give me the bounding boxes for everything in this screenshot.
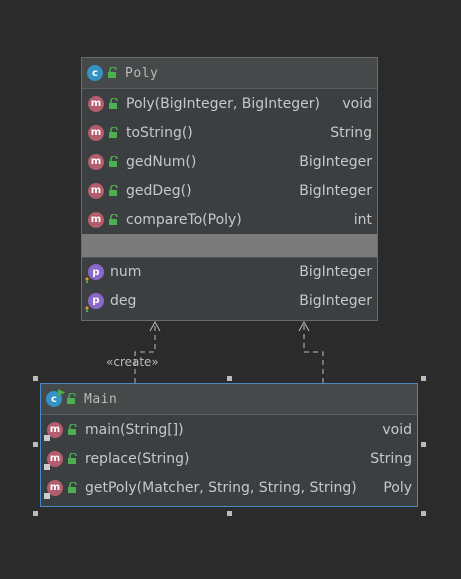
method-icon: m	[88, 153, 104, 170]
unlocked-icon	[109, 126, 118, 138]
poly-property-row[interactable]: p num BigInteger	[82, 257, 377, 286]
method-icon: m	[88, 182, 104, 199]
poly-class-header[interactable]: c Poly	[82, 58, 377, 89]
static-marker-icon	[44, 434, 50, 441]
method-type: String	[330, 124, 372, 141]
resize-handle-right[interactable]	[421, 442, 426, 447]
poly-class-title: Poly	[125, 65, 159, 81]
method-name: compareTo(Poly)	[126, 211, 242, 228]
resize-handle-bottom[interactable]	[227, 511, 232, 516]
usage-dependency-arrow	[298, 320, 324, 383]
property-icon: p	[85, 292, 104, 312]
poly-method-row[interactable]: m toString() String	[82, 118, 377, 147]
create-relation-label: «create»	[106, 355, 159, 369]
class-runnable-icon: c	[46, 389, 65, 407]
class-icon: c	[87, 65, 103, 81]
main-method-row[interactable]: m getPoly(Matcher, String, String, Strin…	[41, 473, 417, 502]
method-name: gedDeg()	[126, 182, 192, 199]
unlocked-icon	[109, 213, 118, 225]
field-marker-icon	[85, 277, 89, 283]
method-type: int	[353, 211, 372, 228]
method-type: BigInteger	[299, 153, 372, 170]
poly-method-row[interactable]: m compareTo(Poly) int	[82, 205, 377, 234]
resize-handle-left[interactable]	[33, 442, 38, 447]
poly-empty-section	[82, 234, 377, 257]
poly-method-row[interactable]: m Poly(BigInteger, BigInteger) void	[82, 89, 377, 118]
unlocked-icon	[68, 452, 77, 464]
method-icon: m	[88, 95, 104, 112]
method-name: toString()	[126, 124, 193, 141]
main-method-row[interactable]: m main(String[]) void	[41, 415, 417, 444]
poly-property-row[interactable]: p deg BigInteger	[82, 286, 377, 315]
property-name: deg	[110, 292, 137, 309]
resize-handle-bottom-left[interactable]	[33, 511, 38, 516]
method-type: BigInteger	[299, 182, 372, 199]
static-marker-icon	[44, 492, 50, 499]
property-icon: p	[85, 264, 104, 283]
method-icon: m	[88, 124, 104, 141]
method-name: getPoly(Matcher, String, String, String)	[85, 479, 357, 496]
main-class-box[interactable]: c Main m main(String[]) void m	[40, 383, 418, 507]
poly-method-row[interactable]: m gedDeg() BigInteger	[82, 176, 377, 205]
property-name: num	[110, 264, 142, 280]
method-icon: m	[88, 211, 104, 228]
poly-class-box[interactable]: c Poly m Poly(BigInteger, BigInteger) vo…	[81, 57, 378, 321]
unlocked-icon	[108, 67, 117, 78]
static-marker-icon	[44, 463, 50, 470]
static-method-icon: m	[44, 421, 63, 441]
method-name: gedNum()	[126, 153, 197, 170]
run-marker-icon	[58, 389, 65, 396]
resize-handle-bottom-right[interactable]	[421, 511, 426, 516]
field-marker-icon	[85, 306, 89, 312]
method-type: void	[342, 95, 372, 112]
property-type: BigInteger	[299, 264, 372, 280]
unlocked-icon	[109, 97, 118, 109]
method-name: main(String[])	[85, 421, 184, 438]
static-method-icon: m	[44, 479, 63, 499]
main-method-row[interactable]: m replace(String) String	[41, 444, 417, 473]
poly-method-row[interactable]: m gedNum() BigInteger	[82, 147, 377, 176]
property-type: BigInteger	[299, 292, 372, 309]
method-name: replace(String)	[85, 450, 190, 467]
main-class-header[interactable]: c Main	[41, 384, 417, 415]
unlocked-icon	[109, 184, 118, 196]
unlocked-icon	[68, 423, 77, 435]
main-class-title: Main	[84, 391, 118, 407]
unlocked-icon	[68, 481, 77, 493]
method-type: String	[370, 450, 412, 467]
unlocked-icon	[109, 155, 118, 167]
static-method-icon: m	[44, 450, 63, 470]
resize-handle-top-left[interactable]	[33, 376, 38, 381]
resize-handle-top[interactable]	[227, 376, 232, 381]
method-type: void	[382, 421, 412, 438]
method-type: Poly	[383, 479, 412, 496]
create-dependency-arrow	[134, 320, 161, 383]
resize-handle-top-right[interactable]	[421, 376, 426, 381]
method-name: Poly(BigInteger, BigInteger)	[126, 95, 320, 112]
unlocked-icon	[67, 393, 76, 404]
